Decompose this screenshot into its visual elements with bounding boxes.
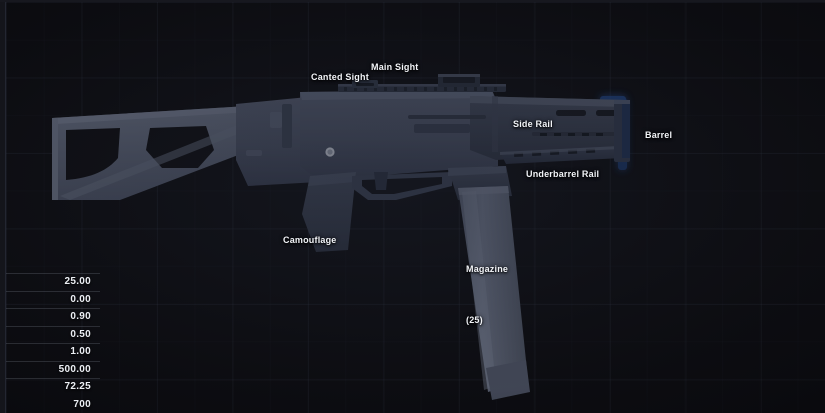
stat-row: 500.00 [6,360,100,379]
attachment-label-side-rail[interactable]: Side Rail [513,119,553,129]
stat-row: 1.00 [6,343,100,361]
stat-value: 0.90 [70,311,91,323]
stat-row: 0.00 [6,290,100,309]
attachment-label-magazine-capacity[interactable]: (25) [466,315,483,325]
attachment-label-main-sight[interactable]: Main Sight [371,62,419,72]
stat-value: 700 [73,398,91,410]
trigger-guard[interactable] [352,172,452,200]
stat-value: 72.25 [64,381,91,393]
stat-value: 500.00 [58,363,91,375]
stat-row: 700 [6,396,100,413]
stat-value: 25.00 [64,276,91,288]
stat-value: 1.00 [70,346,91,358]
stat-row: 0.50 [6,325,100,344]
stat-row: 0.90 [6,308,100,326]
attachment-label-magazine[interactable]: Magazine [466,264,509,274]
main-sight-model[interactable] [438,74,480,87]
top-edge-strip [0,0,825,2]
attachment-label-barrel[interactable]: Barrel [645,130,673,140]
attachment-label-canted-sight[interactable]: Canted Sight [311,72,369,82]
weapon-stock[interactable] [52,106,262,200]
stat-row: 72.25 [6,378,100,396]
magazine-model[interactable] [458,186,530,400]
attachment-label-camouflage[interactable]: Camouflage [283,235,337,245]
left-edge-strip [0,0,6,413]
attachment-label-underbarrel-rail[interactable]: Underbarrel Rail [526,169,600,179]
stat-row: 25.00 [6,273,100,291]
barrel-model[interactable] [614,100,630,162]
stat-readout-panel: 25.00 0.00 0.90 0.50 1.00 500.00 72.25 700 [6,273,100,413]
stat-value: 0.00 [70,293,91,305]
stat-value: 0.50 [70,328,91,340]
